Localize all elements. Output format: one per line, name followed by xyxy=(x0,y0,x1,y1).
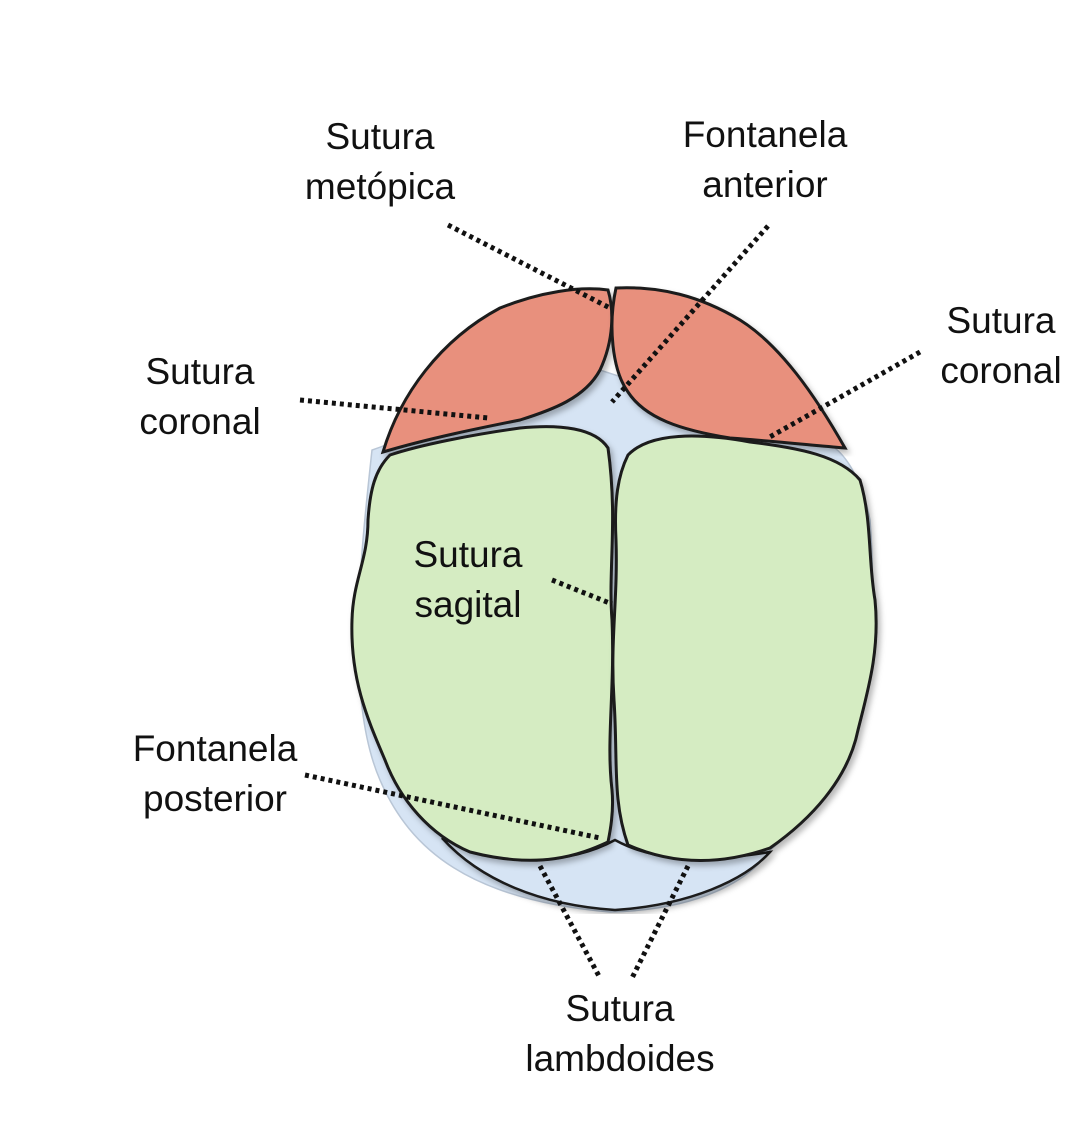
label-coronal-suture-left: Sutura coronal xyxy=(110,347,290,447)
label-coronal-suture-right: Sutura coronal xyxy=(920,296,1082,396)
metopic-leader xyxy=(448,225,610,308)
label-anterior-fontanelle: Fontanela anterior xyxy=(650,110,880,210)
label-metopic-suture: Sutura metópica xyxy=(270,112,490,212)
label-lambdoid-suture: Sutura lambdoides xyxy=(495,984,745,1084)
right-parietal-bone xyxy=(613,436,876,860)
label-posterior-fontanelle: Fontanela posterior xyxy=(100,724,330,824)
label-sagittal-suture: Sutura sagital xyxy=(378,530,558,630)
